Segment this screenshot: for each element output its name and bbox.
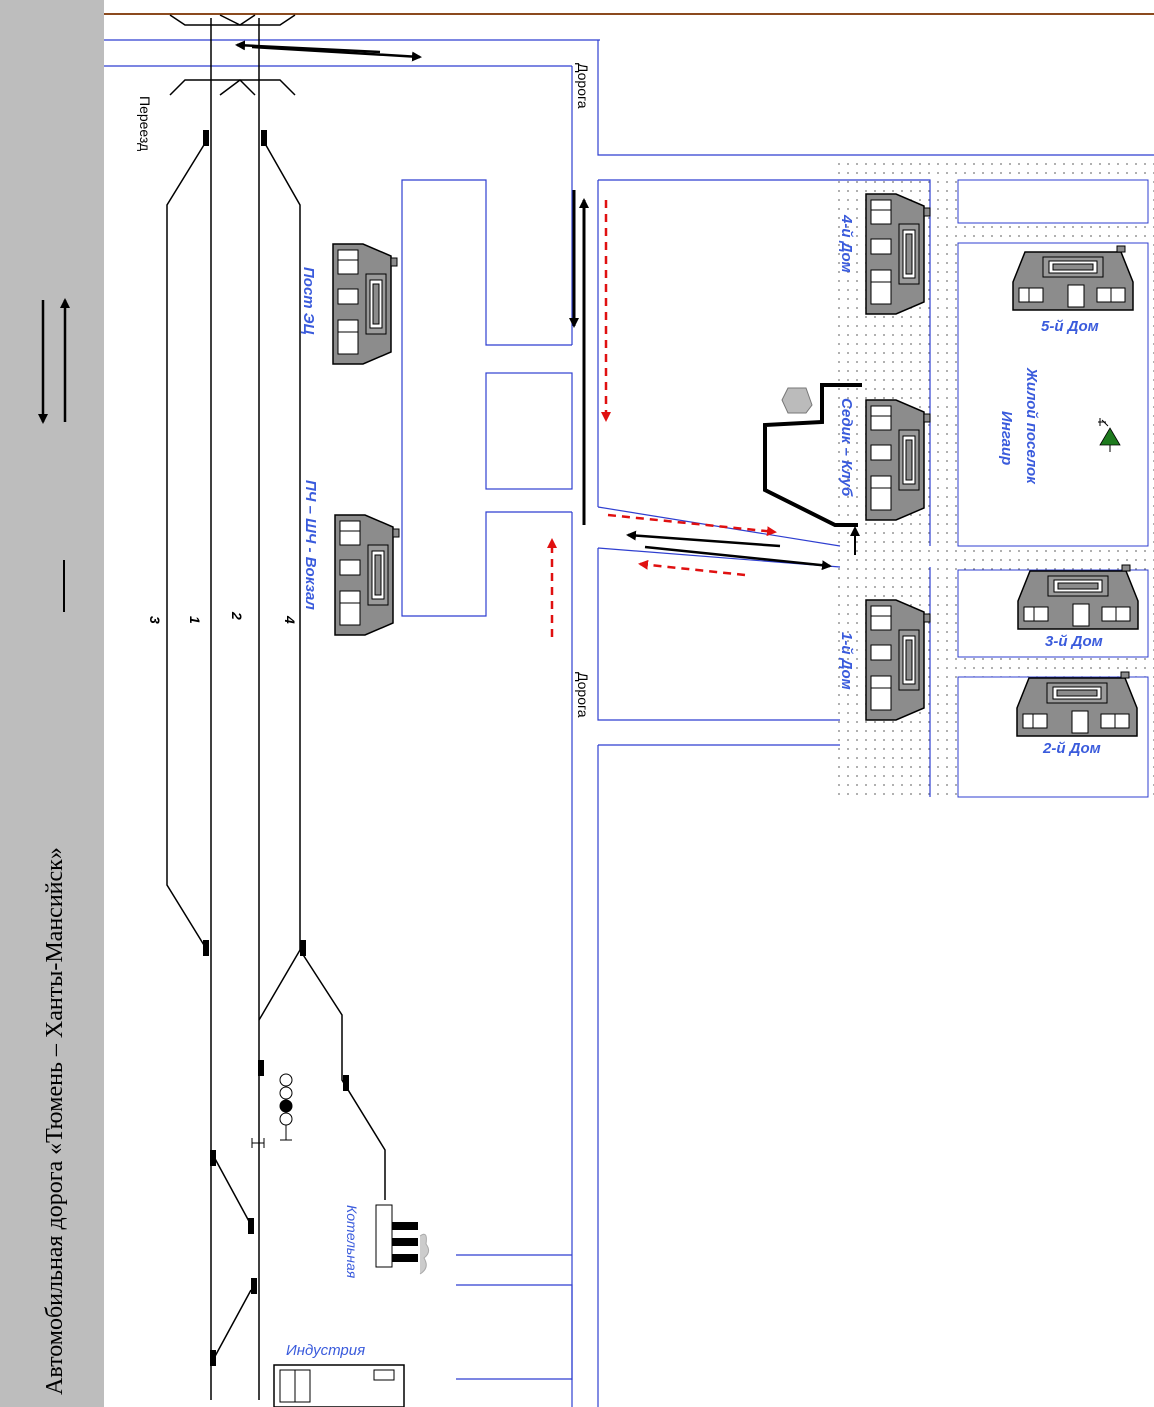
post-ec-label: Пост ЭЦ [300,267,317,335]
track-signals [203,130,349,1366]
club-label: Седик – Клуб [838,398,855,497]
track-number-3: 3 [147,616,163,624]
road-label-top: Дорога [575,63,591,109]
post-ec-building-icon [332,243,398,365]
station-label: ПЧ – ШЧ - Вокзал [302,480,319,610]
tree-icon [1098,418,1121,452]
station-building-icon [334,514,400,636]
railway-tracks [166,14,386,1400]
boiler-building-icon [375,1204,430,1275]
boiler-label: Котельная [344,1205,360,1279]
industry-building-icon [273,1364,405,1407]
house3-building-icon [1017,564,1139,630]
club-building-icon [865,399,931,521]
house2-label: 2-й Дом [1042,740,1101,757]
heating-pipe [763,383,862,527]
sidebar-panel [0,0,104,1407]
traffic-arrows-black [235,40,860,571]
settlement-label-line1: Жилой поселок [1023,367,1040,485]
road-label-bottom: Дорога [575,672,591,718]
house4-building-icon [865,193,931,315]
house4-label: 4-й Дом [838,214,855,273]
track-number-4: 4 [282,615,298,624]
crossing-label: Переезд [137,96,153,151]
traffic-arrows-red [547,200,777,637]
house1-building-icon [865,599,931,721]
sidebar-direction-arrows [38,298,70,612]
house1-label: 1-й Дом [838,632,855,690]
sidebar-title: Автомобильная дорога «Тюмень – Ханты-Ман… [42,847,68,1395]
house2-building-icon [1016,671,1138,737]
road-network [104,39,1154,1407]
house3-label: 3-й Дом [1045,633,1103,650]
industry-label: Индустрия [286,1342,365,1359]
track-number-1: 1 [187,616,203,624]
house5-label: 5-й Дом [1041,318,1099,335]
settlement-label-line2: Ингаир [998,411,1015,465]
house5-building-icon [1012,245,1134,311]
top-rule [104,13,1154,15]
traffic-light-icon [251,1073,293,1148]
track-number-2: 2 [229,611,245,620]
